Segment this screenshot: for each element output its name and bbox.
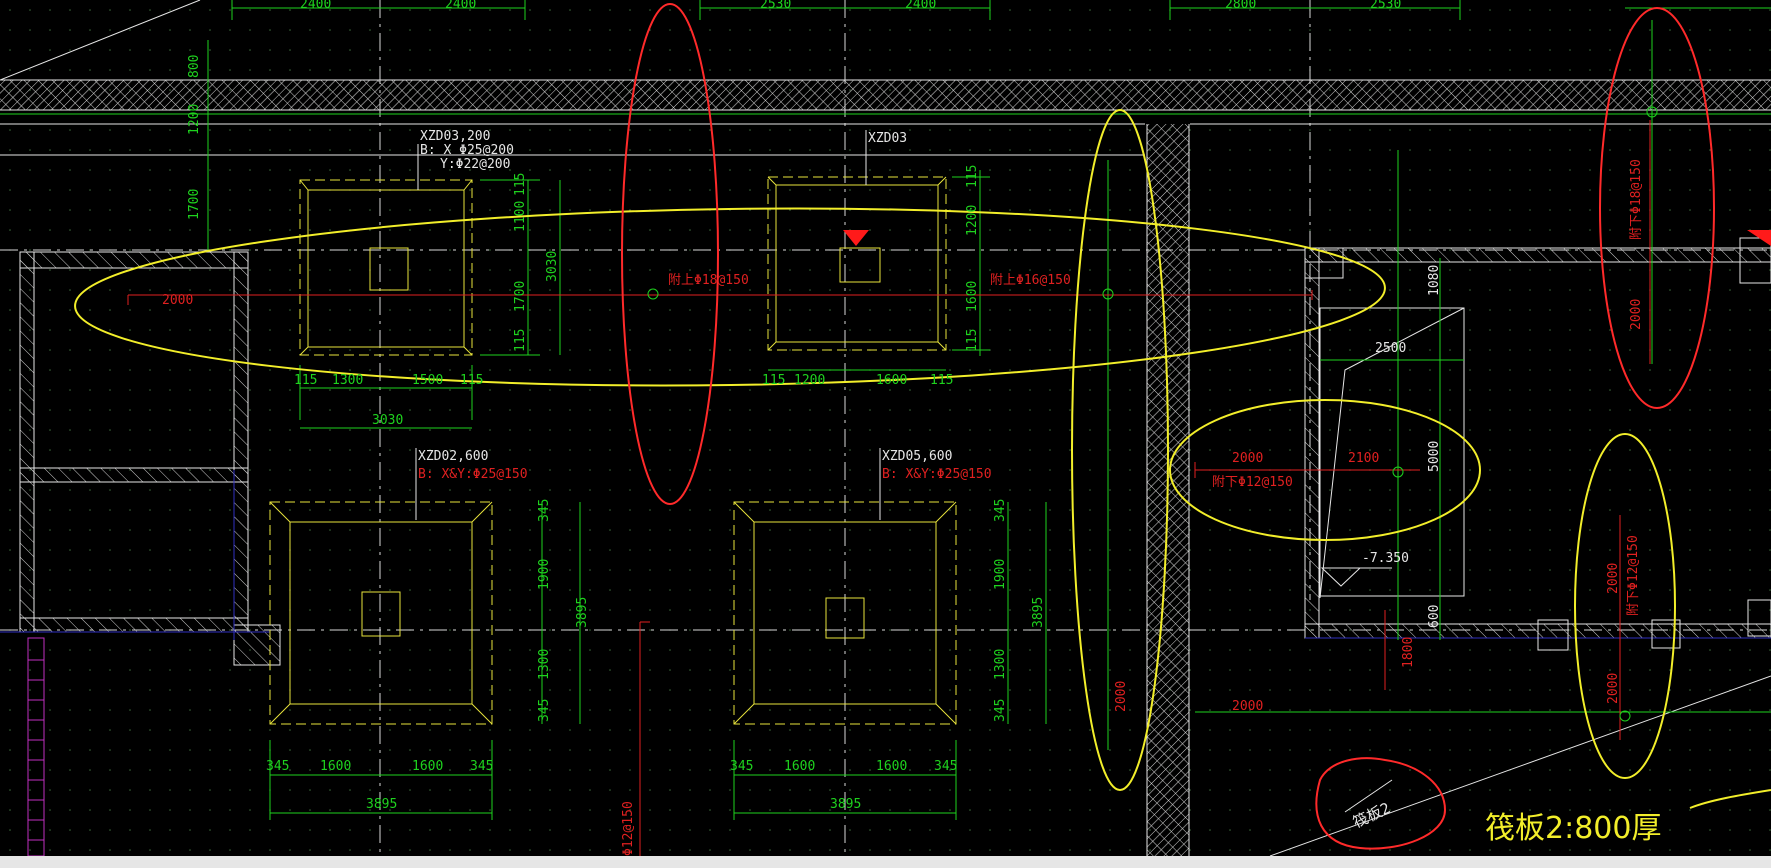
dim-115-h: 115: [965, 329, 980, 352]
footing-rebar-x: B: X Φ25@200: [420, 143, 514, 158]
dim-3030-b: 3030: [545, 251, 560, 282]
footing-xzd02[interactable]: [269, 501, 493, 725]
dim-1200-c: 1200: [965, 205, 980, 236]
dim-600: 600: [1427, 605, 1442, 628]
footing-rebar-xzd02: B: X&Y:Φ25@150: [418, 467, 528, 482]
dim-1080: 1080: [1427, 265, 1442, 296]
status-bar: [0, 856, 1771, 868]
dim-1800: 1800: [1401, 637, 1416, 668]
footing-label-xzd05: XZD05,600: [882, 449, 952, 464]
dim-345-e: 345: [993, 499, 1008, 522]
dim-1600-f: 1600: [876, 759, 907, 774]
dim-345-b: 345: [537, 699, 552, 722]
dim-345-g: 345: [730, 759, 753, 774]
dim-1600: 1600: [876, 373, 907, 388]
dim-1200: 1200: [187, 104, 202, 135]
footing-label-xzd02: XZD02,600: [418, 449, 488, 464]
dimension-lines: [207, 0, 1771, 820]
highlight-raft-tag: [1315, 757, 1447, 850]
highlight-ellipse-vertical: [1071, 109, 1169, 791]
dim-1700-b: 1700: [513, 281, 528, 312]
dim-115-d: 115: [513, 329, 528, 352]
dim-1700: 1700: [187, 189, 202, 220]
dim-top-6: 2530: [1370, 0, 1401, 12]
dim-3895-b: 3895: [366, 797, 397, 812]
rebar-note-bottom-right: 附下Φ12@150: [1626, 535, 1641, 616]
elevation-label: -7.350: [1362, 551, 1409, 566]
dim-345-f: 345: [993, 699, 1008, 722]
dim-115-a: 115: [294, 373, 317, 388]
dim-5000: 5000: [1427, 441, 1442, 472]
dim-2000-f: 2000: [1114, 681, 1129, 712]
dim-1900-a: 1900: [537, 559, 552, 590]
highlight-ellipse-red-left: [621, 3, 719, 505]
dim-3030-a: 3030: [372, 413, 403, 428]
dim-top-3: 2530: [760, 0, 791, 12]
dim-2500: 2500: [1375, 341, 1406, 356]
dim-1600-b: 1600: [965, 281, 980, 312]
dim-1200-b: 1200: [794, 373, 825, 388]
dim-115-c: 115: [513, 173, 528, 196]
dim-115-f: 115: [930, 373, 953, 388]
dim-2000-a: 2000: [162, 293, 193, 308]
rebar-note-top-2: 附上Φ16@150: [990, 273, 1071, 288]
rebar-note-top-right: 附下Φ18@150: [1629, 159, 1644, 240]
rebar-note-bottom-mid: 附下Φ12@150: [1212, 475, 1293, 490]
dim-1300: 1300: [332, 373, 363, 388]
dim-3895-a: 3895: [575, 597, 590, 628]
rebar-lines: [127, 120, 1651, 856]
footing-rebar-y: Y:Φ22@200: [440, 157, 510, 172]
dim-top-1: 2400: [300, 0, 331, 12]
top-wall: [0, 79, 1771, 156]
footing-xzd03-mid[interactable]: [767, 176, 947, 351]
highlight-ellipse-mid-right: [1169, 399, 1481, 541]
dim-115-b: 115: [460, 373, 483, 388]
dim-1600-c: 1600: [320, 759, 351, 774]
highlight-ellipse-lower-right: [1574, 433, 1676, 779]
footing-xzd05[interactable]: [733, 501, 957, 725]
dim-3895-c: 3895: [1031, 597, 1046, 628]
dim-top-4: 2400: [905, 0, 936, 12]
rebar-note-bottom-left: Φ12@150: [621, 801, 636, 856]
footing-rebar-xzd05: B: X&Y:Φ25@150: [882, 467, 992, 482]
rebar-note-top-1: 附上Φ18@150: [668, 273, 749, 288]
footing-label-xzd03-left: XZD03,200: [420, 129, 490, 144]
highlight-ellipse-top-bars: [74, 207, 1386, 387]
dim-1300-b: 1300: [537, 649, 552, 680]
footing-xzd03-left[interactable]: [299, 179, 473, 356]
dim-1600-e: 1600: [784, 759, 815, 774]
dim-2100: 2100: [1348, 451, 1379, 466]
dim-345-d: 345: [470, 759, 493, 774]
dim-1300-c: 1300: [993, 649, 1008, 680]
dim-2000-c: 2000: [1629, 299, 1644, 330]
dim-345-a: 345: [537, 499, 552, 522]
footing-label-xzd03-mid: XZD03: [868, 131, 907, 146]
marker-triangle: [843, 230, 869, 246]
dim-115-e: 115: [762, 373, 785, 388]
dim-800: 800: [187, 55, 202, 78]
dim-345-c: 345: [266, 759, 289, 774]
highlight-ellipse-red-right: [1599, 7, 1715, 409]
dim-1100: 1100: [513, 201, 528, 232]
dim-345-h: 345: [934, 759, 957, 774]
dim-top-5: 2800: [1225, 0, 1256, 12]
dim-top-2: 2400: [445, 0, 476, 12]
left-rooms: [0, 251, 281, 666]
diagonal-line: [0, 0, 201, 81]
dim-1600-d: 1600: [412, 759, 443, 774]
dim-2000-g: 2000: [1232, 699, 1263, 714]
dim-2000-b: 2000: [1232, 451, 1263, 466]
dim-2000-d: 2000: [1606, 563, 1621, 594]
dim-115-g: 115: [965, 165, 980, 188]
raft-title: 筏板2:800厚: [1485, 811, 1661, 846]
dim-2000-e: 2000: [1606, 673, 1621, 704]
dim-3895-d: 3895: [830, 797, 861, 812]
dim-1500: 1500: [412, 373, 443, 388]
dim-1900-b: 1900: [993, 559, 1008, 590]
